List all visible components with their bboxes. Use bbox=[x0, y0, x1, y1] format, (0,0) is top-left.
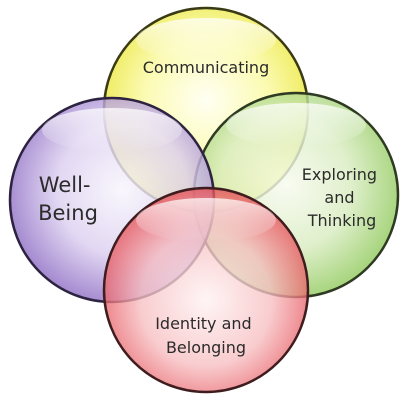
label-identity: Identity and Belonging bbox=[155, 314, 257, 357]
circle-identity bbox=[102, 186, 310, 394]
label-wellbeing: Well- Being bbox=[38, 173, 98, 225]
gloss-highlight bbox=[136, 198, 276, 242]
gloss-highlight bbox=[42, 108, 182, 152]
gloss-highlight bbox=[136, 18, 276, 62]
label-communicating: Communicating bbox=[143, 58, 269, 77]
gloss-highlight bbox=[226, 103, 366, 147]
label-exploring: Exploring and Thinking bbox=[302, 165, 382, 230]
